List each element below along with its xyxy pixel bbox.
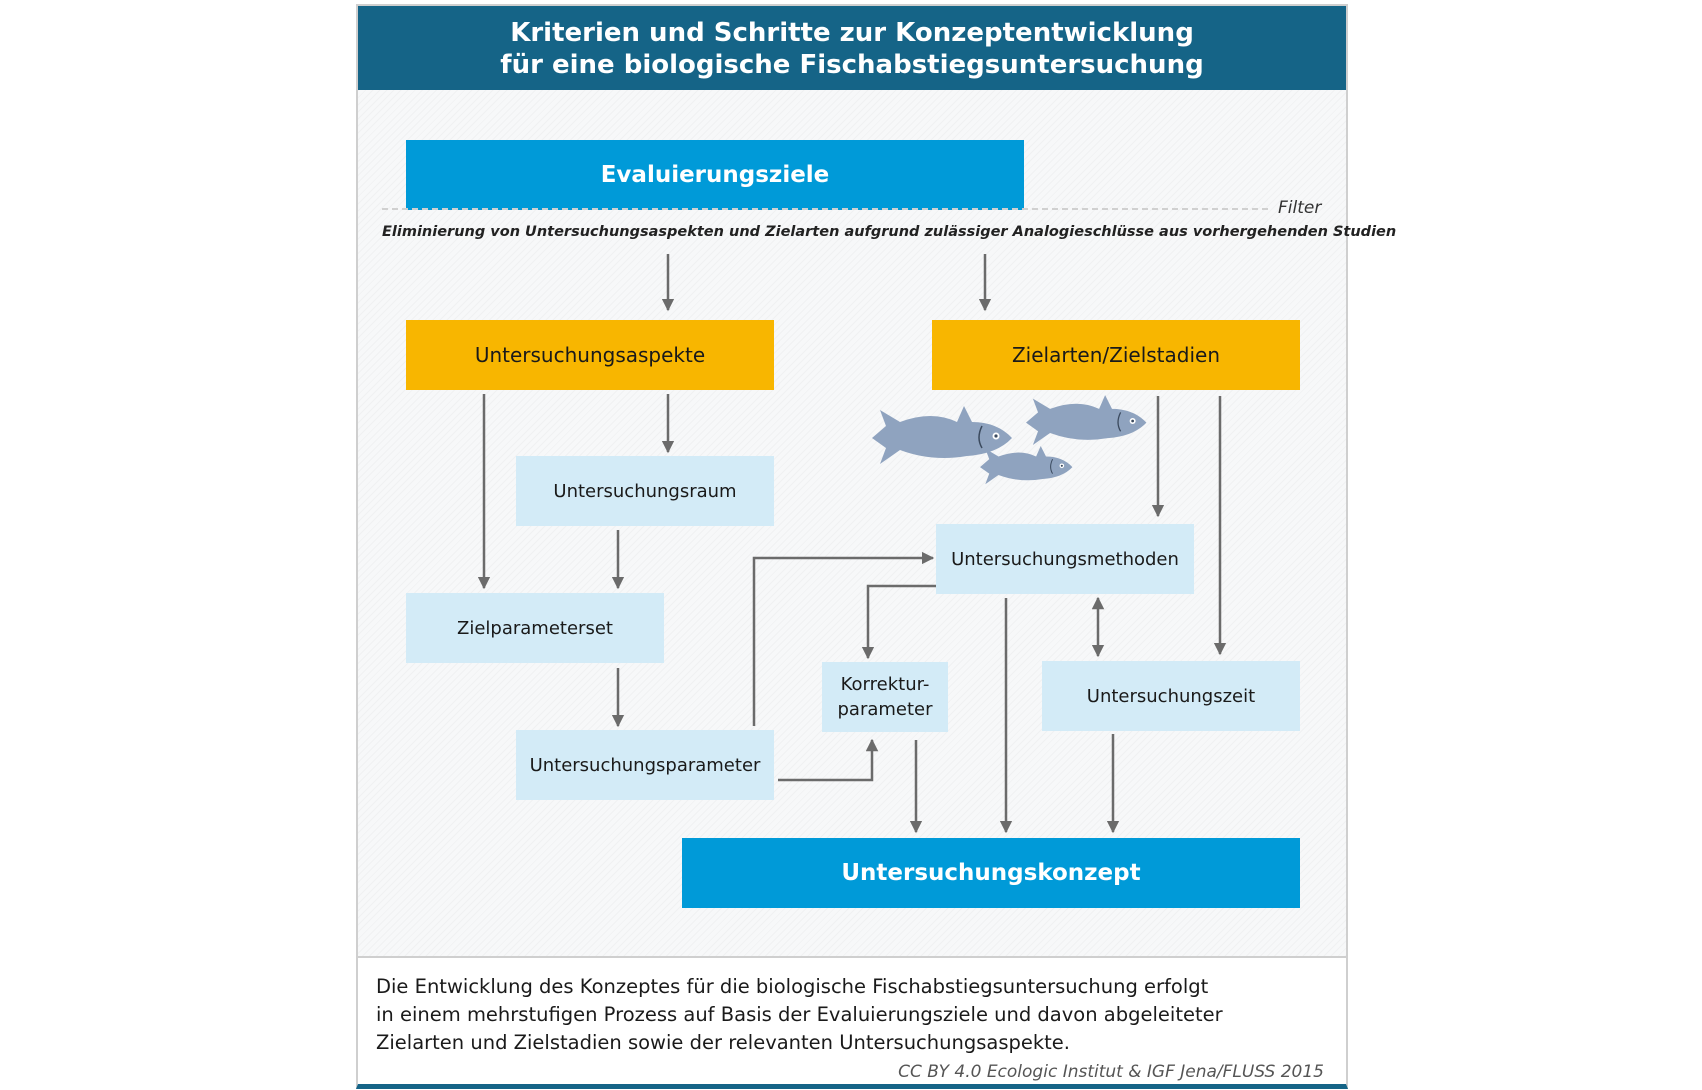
box-zielparameterset: Zielparameterset [406, 593, 664, 663]
box-zielarten: Zielarten/Zielstadien [932, 320, 1300, 390]
caption-line-2: in einem mehrstufigen Prozess auf Basis … [376, 1003, 1223, 1026]
box-korrekturparameter: Korrektur- parameter [822, 662, 948, 732]
infographic-card: Kriterien und Schritte zur Konzeptentwic… [356, 4, 1396, 1089]
box-untersuchungszeit: Untersuchungszeit [1042, 661, 1300, 731]
filter-label: Filter [1278, 198, 1322, 218]
arrow-methoden-to-korrektur [861, 584, 936, 660]
arrow-parameter-to-methoden [752, 551, 935, 726]
header: Kriterien und Schritte zur Konzeptentwic… [358, 6, 1346, 90]
license-credit: CC BY 4.0 Ecologic Institut & IGF Jena/F… [898, 1062, 1324, 1082]
fish-icon [872, 406, 1012, 464]
fish-icon [980, 445, 1073, 485]
flow-diagram: Evaluierungsziele Filter Eliminierung vo… [358, 90, 1396, 958]
title-line-1: Kriterien und Schritte zur Konzeptentwic… [510, 18, 1194, 48]
box-untersuchungsaspekte: Untersuchungsaspekte [406, 320, 774, 390]
box-untersuchungskonzept: Untersuchungskonzept [682, 838, 1300, 908]
korrektur-line-2: parameter [837, 699, 933, 720]
box-untersuchungsmethoden: Untersuchungsmethoden [936, 524, 1194, 594]
box-untersuchungsparameter: Untersuchungsparameter [516, 730, 774, 800]
korrektur-line-1: Korrektur- [840, 674, 930, 695]
title-line-2: für eine biologische Fischabstiegsunters… [500, 50, 1204, 80]
box-untersuchungsraum: Untersuchungsraum [516, 456, 774, 526]
fish-icon [1026, 395, 1147, 446]
box-evaluierungsziele: Evaluierungsziele [406, 140, 1024, 210]
caption-line-3: Zielarten und Zielstadien sowie der rele… [376, 1031, 1071, 1054]
filter-divider [382, 208, 1268, 210]
connector-arrows [477, 254, 1227, 834]
caption-line-1: Die Entwicklung des Konzeptes für die bi… [376, 975, 1209, 998]
filter-note: Eliminierung von Untersuchungsaspekten u… [382, 224, 1397, 240]
caption: Die Entwicklung des Konzeptes für die bi… [376, 973, 1316, 1057]
arrow-parameter-to-korrektur [778, 738, 879, 782]
